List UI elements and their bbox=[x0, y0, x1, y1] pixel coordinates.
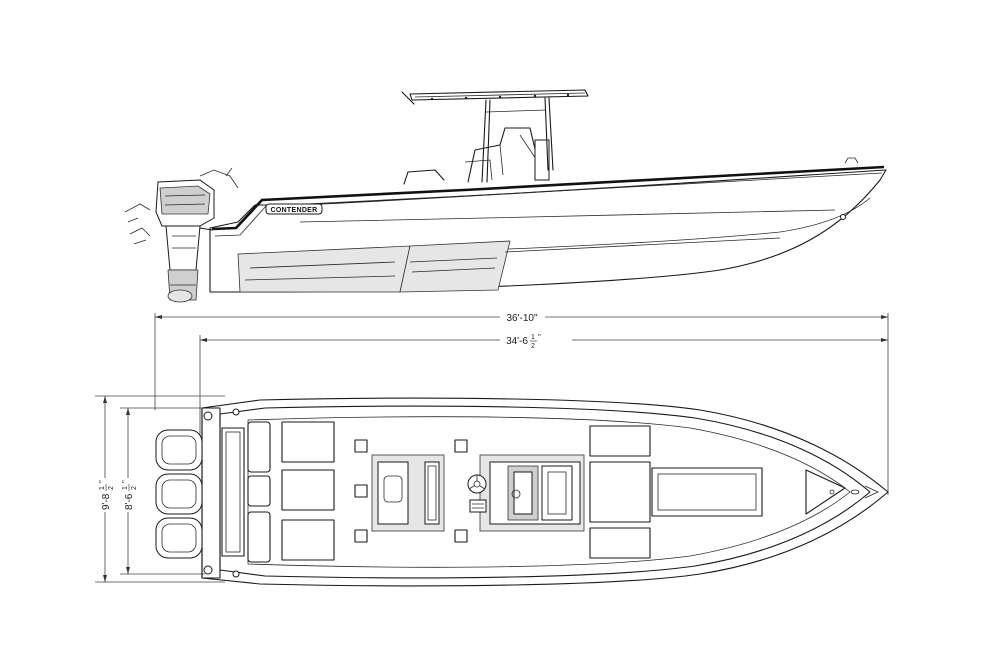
plan-hull-outline bbox=[201, 397, 889, 587]
hull-beam-frac-num: 1 bbox=[122, 486, 129, 490]
console-top bbox=[467, 454, 585, 532]
overall-length-label: 36'-10" bbox=[506, 313, 537, 324]
hull-length-label: 34'-6 bbox=[506, 336, 528, 347]
sheer-stripe bbox=[211, 165, 885, 231]
hull-length-frac-den: 2 bbox=[531, 343, 535, 350]
engine-sketch-lines bbox=[124, 167, 239, 245]
forward-cushion bbox=[589, 425, 651, 457]
side-profile-view: CONTENDER bbox=[124, 89, 887, 303]
brand-logo-text: CONTENDER bbox=[270, 207, 317, 214]
outboard-engines-top bbox=[155, 429, 203, 559]
leaning-post bbox=[403, 169, 445, 185]
forward-cushion bbox=[589, 527, 651, 559]
hull-length-suffix: " bbox=[538, 333, 541, 342]
hull-step bbox=[237, 245, 411, 293]
leaning-post-top bbox=[371, 454, 445, 532]
transom bbox=[201, 407, 221, 579]
hull-length-frac-num: 1 bbox=[531, 334, 535, 341]
dimension-lines: 36'-10" 34'-6 1 2 " 9'-8 1 2 " bbox=[95, 313, 889, 583]
brand-logo: CONTENDER bbox=[265, 203, 323, 215]
hull-beam-frac-den: 2 bbox=[131, 486, 138, 490]
forward-cushion bbox=[589, 461, 651, 523]
overall-beam-frac-num: 1 bbox=[99, 486, 106, 490]
hull-beam-suffix: " bbox=[121, 480, 130, 483]
t-top bbox=[401, 89, 589, 183]
transom-seat bbox=[221, 427, 245, 557]
hull-beam-label: 8'-6 bbox=[124, 493, 135, 510]
hull-step bbox=[399, 240, 511, 293]
overall-beam-frac-den: 2 bbox=[108, 486, 115, 490]
deck-hatch bbox=[281, 519, 335, 561]
deck-hatch bbox=[281, 421, 335, 463]
overall-beam-label: 9'-8 bbox=[101, 493, 112, 510]
bow-eye bbox=[840, 214, 846, 220]
bow-rail bbox=[844, 157, 859, 164]
overall-beam-suffix: " bbox=[98, 480, 107, 483]
plan-view bbox=[155, 397, 889, 587]
outboard-engine bbox=[155, 179, 215, 303]
deck-hatch bbox=[281, 469, 335, 511]
gunwale bbox=[219, 405, 871, 579]
anchor-locker bbox=[805, 469, 846, 515]
